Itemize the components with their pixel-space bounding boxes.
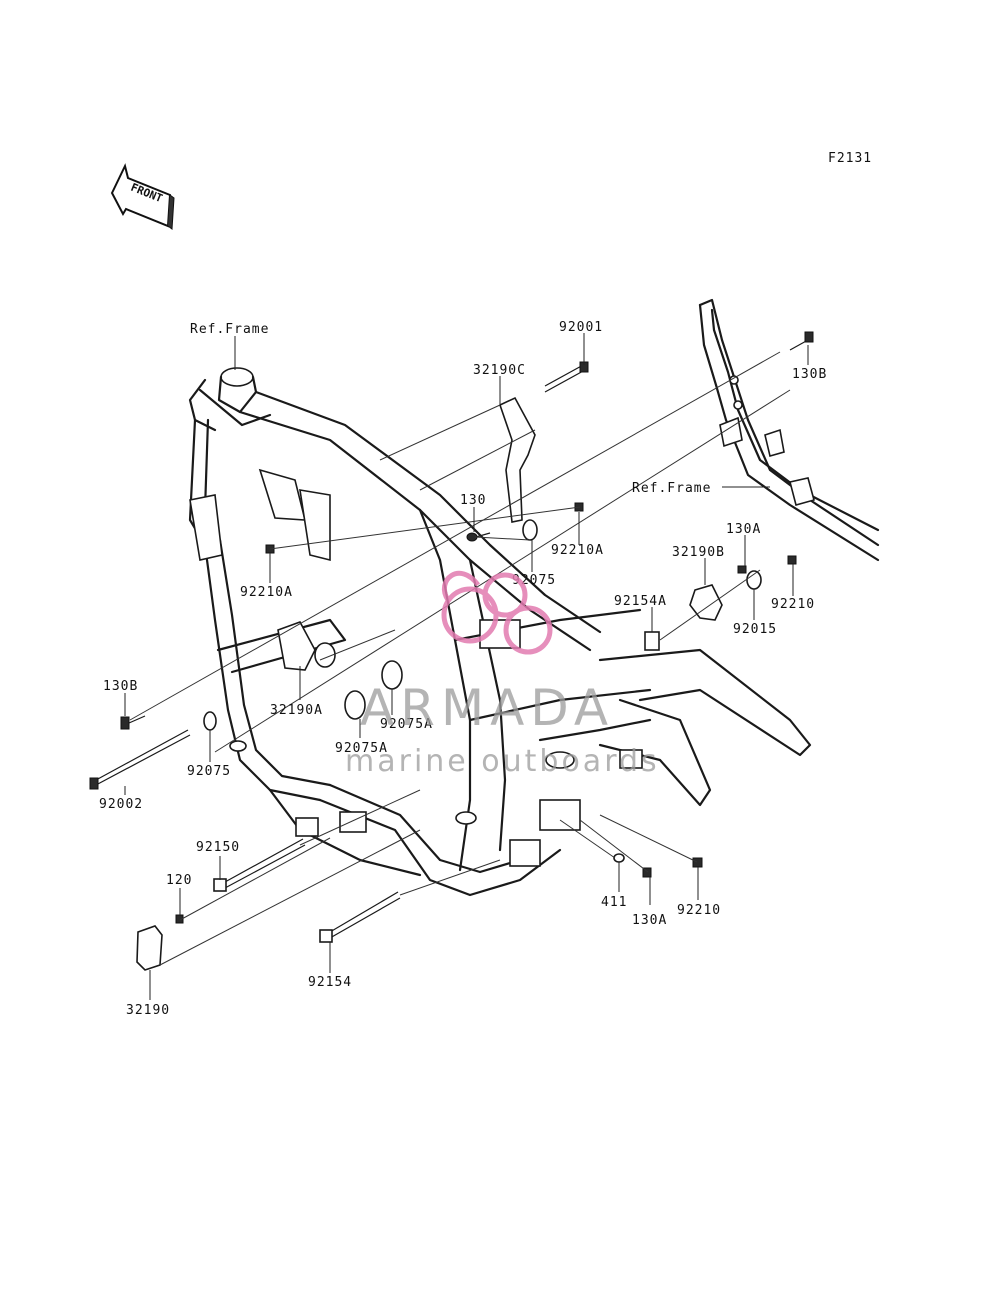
washer-411 — [613, 853, 625, 863]
label-92001: 92001 — [559, 320, 603, 335]
spacer-92075-top — [522, 519, 538, 541]
bolt-92154A — [644, 631, 660, 651]
figure-code: F2131 — [828, 151, 872, 166]
label-92210A-right: 92210A — [551, 543, 604, 558]
label-92075A-b: 92075A — [335, 741, 388, 756]
label-ref-frame-left: Ref.Frame — [190, 322, 269, 337]
collar-92075A-b — [344, 690, 366, 720]
label-32190: 32190 — [126, 1003, 170, 1018]
bracket-32190A — [277, 621, 316, 671]
label-ref-frame-right: Ref.Frame — [632, 481, 711, 496]
label-92150: 92150 — [196, 840, 240, 855]
label-130A-top: 130A — [726, 522, 761, 537]
bolt-92001 — [544, 361, 589, 393]
nut-92210-right — [787, 555, 797, 565]
rear-frame — [698, 298, 880, 562]
label-130: 130 — [460, 493, 486, 508]
assembly-lines — [129, 351, 791, 966]
label-92075A-a: 92075A — [380, 717, 433, 732]
bolt-92002 — [89, 729, 191, 790]
label-120: 120 — [166, 873, 192, 888]
label-92154A: 92154A — [614, 594, 667, 609]
bracket-32190 — [136, 925, 163, 971]
armada-logo-icon — [441, 570, 553, 655]
bracket-32190B — [689, 584, 723, 621]
label-92210A-left: 92210A — [240, 585, 293, 600]
bracket-32190C — [499, 396, 536, 523]
leader-lines — [124, 333, 809, 1000]
label-411: 411 — [601, 895, 627, 910]
label-92210-bottom: 92210 — [677, 903, 721, 918]
label-92154: 92154 — [308, 975, 352, 990]
label-92075-left: 92075 — [187, 764, 231, 779]
bolt-130B-top — [789, 331, 814, 351]
label-92002: 92002 — [99, 797, 143, 812]
label-130B-left: 130B — [103, 679, 138, 694]
label-130A-bottom: 130A — [632, 913, 667, 928]
bolt-130B-left — [120, 715, 146, 730]
label-32190C: 32190C — [473, 363, 526, 378]
nut-92210-bottom — [692, 857, 703, 868]
bolt-130A-top — [737, 565, 747, 574]
front-arrow-icon: FRONT — [110, 163, 175, 230]
watermark-brand: ARMADA — [360, 679, 614, 737]
watermark: ARMADA marine outboards — [345, 570, 660, 779]
bolt-130A-bottom — [642, 867, 652, 878]
label-92210-right: 92210 — [771, 597, 815, 612]
label-92015: 92015 — [733, 622, 777, 637]
watermark-tagline: marine outboards — [345, 744, 660, 779]
spacer-92075-left — [203, 711, 217, 731]
part-labels: Ref.Frame Ref.Frame 92001 32190C 130B 13… — [99, 320, 827, 1018]
label-32190B: 32190B — [672, 545, 725, 560]
bolt-92154 — [319, 891, 401, 943]
label-130B-top: 130B — [792, 367, 827, 382]
label-32190A: 32190A — [270, 703, 323, 718]
